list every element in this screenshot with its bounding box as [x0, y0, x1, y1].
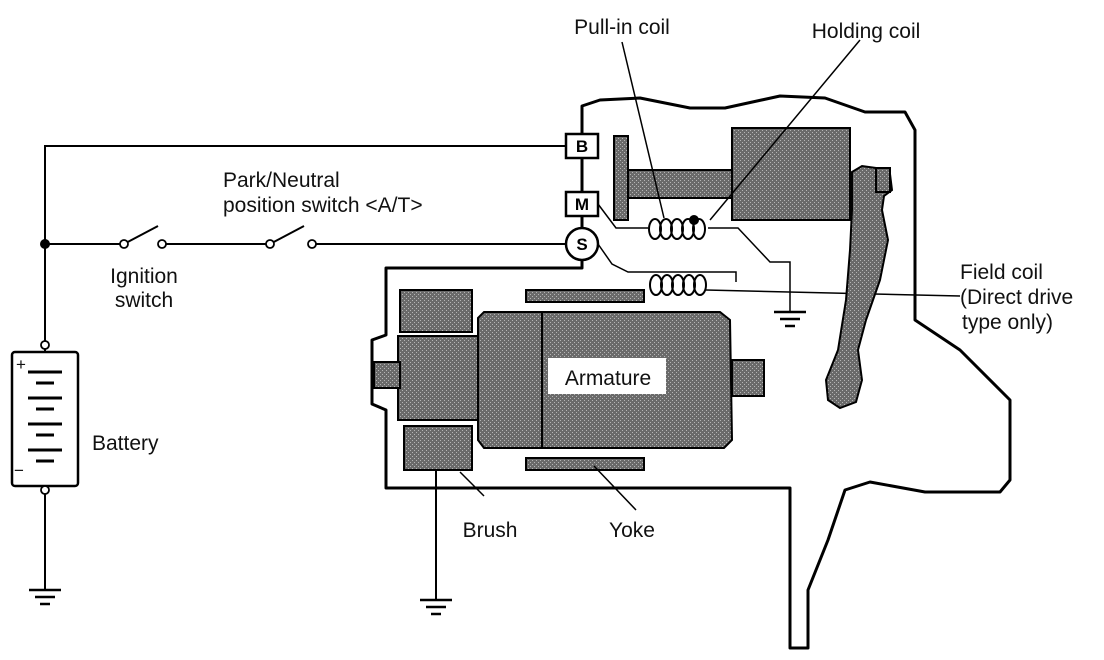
label-holding-coil: Holding coil	[812, 20, 921, 43]
terminal-m: M	[564, 190, 600, 218]
shaft-end-left	[373, 361, 401, 389]
label-brush: Brush	[463, 519, 518, 542]
terminal-s-label: S	[576, 235, 587, 254]
commutator	[397, 335, 479, 421]
circuit-wiring	[44, 145, 961, 600]
terminal-m-label: M	[575, 195, 589, 214]
pull-in-coil-loops	[648, 218, 706, 240]
label-armature: Armature	[565, 367, 651, 390]
battery-symbol	[10, 340, 80, 495]
ground-symbol-coil	[774, 310, 806, 328]
label-park-neutral-line1: Park/Neutral	[223, 169, 340, 192]
yoke-bottom	[525, 457, 645, 471]
coil-junction-dot	[689, 215, 699, 225]
label-ignition-line2: switch	[115, 289, 173, 312]
label-yoke: Yoke	[609, 519, 655, 542]
label-pull-in-coil: Pull-in coil	[574, 16, 670, 39]
label-park-neutral-line2: position switch <A/T>	[223, 194, 423, 217]
label-battery: Battery	[92, 432, 159, 455]
label-field-coil-line3: type only)	[962, 311, 1053, 334]
solenoid-core	[731, 127, 851, 221]
terminal-b: B	[564, 132, 600, 160]
field-coil-loops	[649, 274, 707, 296]
starter-housing	[370, 94, 1012, 650]
label-field-coil-line2: (Direct drive	[960, 286, 1073, 309]
ground-symbol-brush	[420, 598, 452, 616]
terminal-s: S	[564, 226, 600, 262]
brush-bottom	[403, 425, 473, 471]
shaft-end-right	[731, 359, 765, 397]
terminal-b-label: B	[576, 137, 588, 156]
lever-pivot-block	[875, 167, 891, 193]
plunger-contact-plate	[613, 135, 629, 221]
switch-contacts	[40, 239, 317, 249]
leader-lines	[459, 39, 861, 511]
yoke-top	[525, 289, 645, 303]
battery-plus-sign: +	[16, 355, 26, 374]
ground-symbol-battery	[29, 588, 61, 606]
label-field-coil-line1: Field coil	[960, 261, 1043, 284]
plunger-rod	[627, 169, 735, 199]
label-ignition-line1: Ignition	[110, 265, 178, 288]
battery-minus-sign: −	[14, 461, 24, 480]
brush-top	[399, 289, 473, 333]
